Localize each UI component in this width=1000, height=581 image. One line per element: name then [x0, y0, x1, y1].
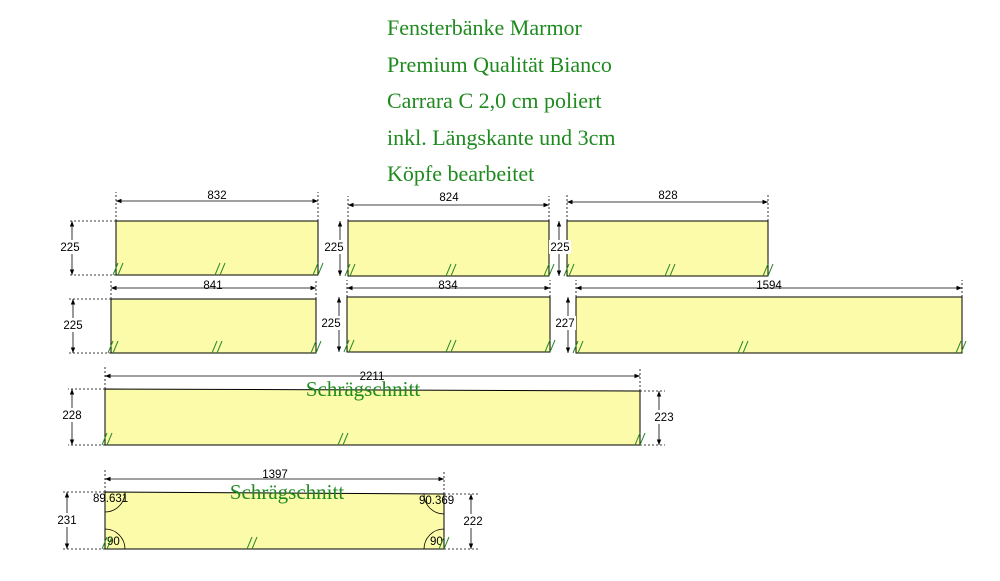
slab-rect — [566, 220, 769, 277]
height-right-label: 223 — [654, 412, 673, 424]
slab-piece-824: 824 225 — [322, 192, 555, 277]
height-label: 225 — [63, 320, 82, 332]
slab-piece-1594: 1594 227 — [554, 280, 967, 354]
edge-hatch-marks — [112, 262, 324, 276]
slab-piece-841: 841 225 — [60, 280, 322, 354]
length-label: 828 — [658, 190, 677, 202]
angle-label-top-right: 90.369 — [419, 495, 454, 507]
length-label: 2211 — [360, 371, 385, 383]
title-line: Fensterbänke Marmor — [387, 15, 582, 40]
height-left-label: 231 — [57, 515, 76, 527]
angle-arc-bottom-right — [423, 528, 445, 550]
height-label: 225 — [60, 242, 79, 254]
title-block: Fensterbänke Marmor Premium Qualität Bia… — [387, 10, 787, 193]
edge-hatch-marks — [107, 340, 322, 354]
height-label: 225 — [324, 242, 343, 254]
slab-piece-834: 834 225 — [319, 280, 556, 353]
angle-label-bottom-right: 90 — [430, 536, 443, 548]
height-left-label: 228 — [62, 410, 81, 422]
slab-piece-2211: 2211 Schrägschnitt 228 223 — [60, 367, 676, 446]
title-line: inkl. Längskante und 3cm — [387, 124, 616, 150]
slab-rect — [347, 220, 550, 277]
angle-arc-bottom-left — [104, 528, 126, 550]
edge-hatch-marks — [101, 536, 450, 550]
angle-label-top-left: 89.631 — [93, 493, 128, 505]
bevel-cut-note: Schrägschnitt — [306, 377, 420, 401]
edge-hatch-marks — [572, 340, 967, 354]
height-label: 225 — [550, 242, 569, 254]
slab-rect — [575, 296, 963, 354]
length-label: 824 — [439, 192, 459, 204]
slab-rect — [346, 296, 551, 353]
slab-rect — [110, 298, 317, 354]
slab-rect — [115, 220, 319, 276]
slab-piece-828: 828 225 — [549, 190, 774, 277]
slab-piece-1397: 1397 Schrägschnitt 231 222 89.631 90.369… — [55, 469, 485, 550]
edge-hatch-marks — [343, 339, 556, 353]
length-label: 834 — [438, 280, 458, 292]
title-line: Carrara C 2,0 cm poliert — [387, 88, 602, 113]
title-line: Premium Qualität Bianco — [387, 51, 612, 77]
height-label: 227 — [555, 318, 574, 330]
angle-label-bottom-left: 90 — [107, 536, 120, 548]
edge-hatch-marks — [101, 432, 646, 446]
angle-arc-top-right — [423, 493, 445, 515]
angle-arc-top-left — [104, 491, 126, 513]
height-right-label: 222 — [463, 516, 482, 528]
edge-hatch-marks — [563, 263, 774, 277]
slab-piece-832: 832 225 — [58, 190, 324, 276]
length-label: 1594 — [756, 280, 782, 292]
length-label: 841 — [203, 280, 222, 292]
edge-hatch-marks — [344, 263, 555, 277]
length-label: 1397 — [262, 469, 288, 481]
length-label: 832 — [207, 190, 226, 202]
bevel-cut-note: Schrägschnitt — [230, 480, 344, 504]
height-label: 225 — [321, 318, 340, 330]
title-line: Köpfe bearbeitet — [387, 161, 535, 186]
